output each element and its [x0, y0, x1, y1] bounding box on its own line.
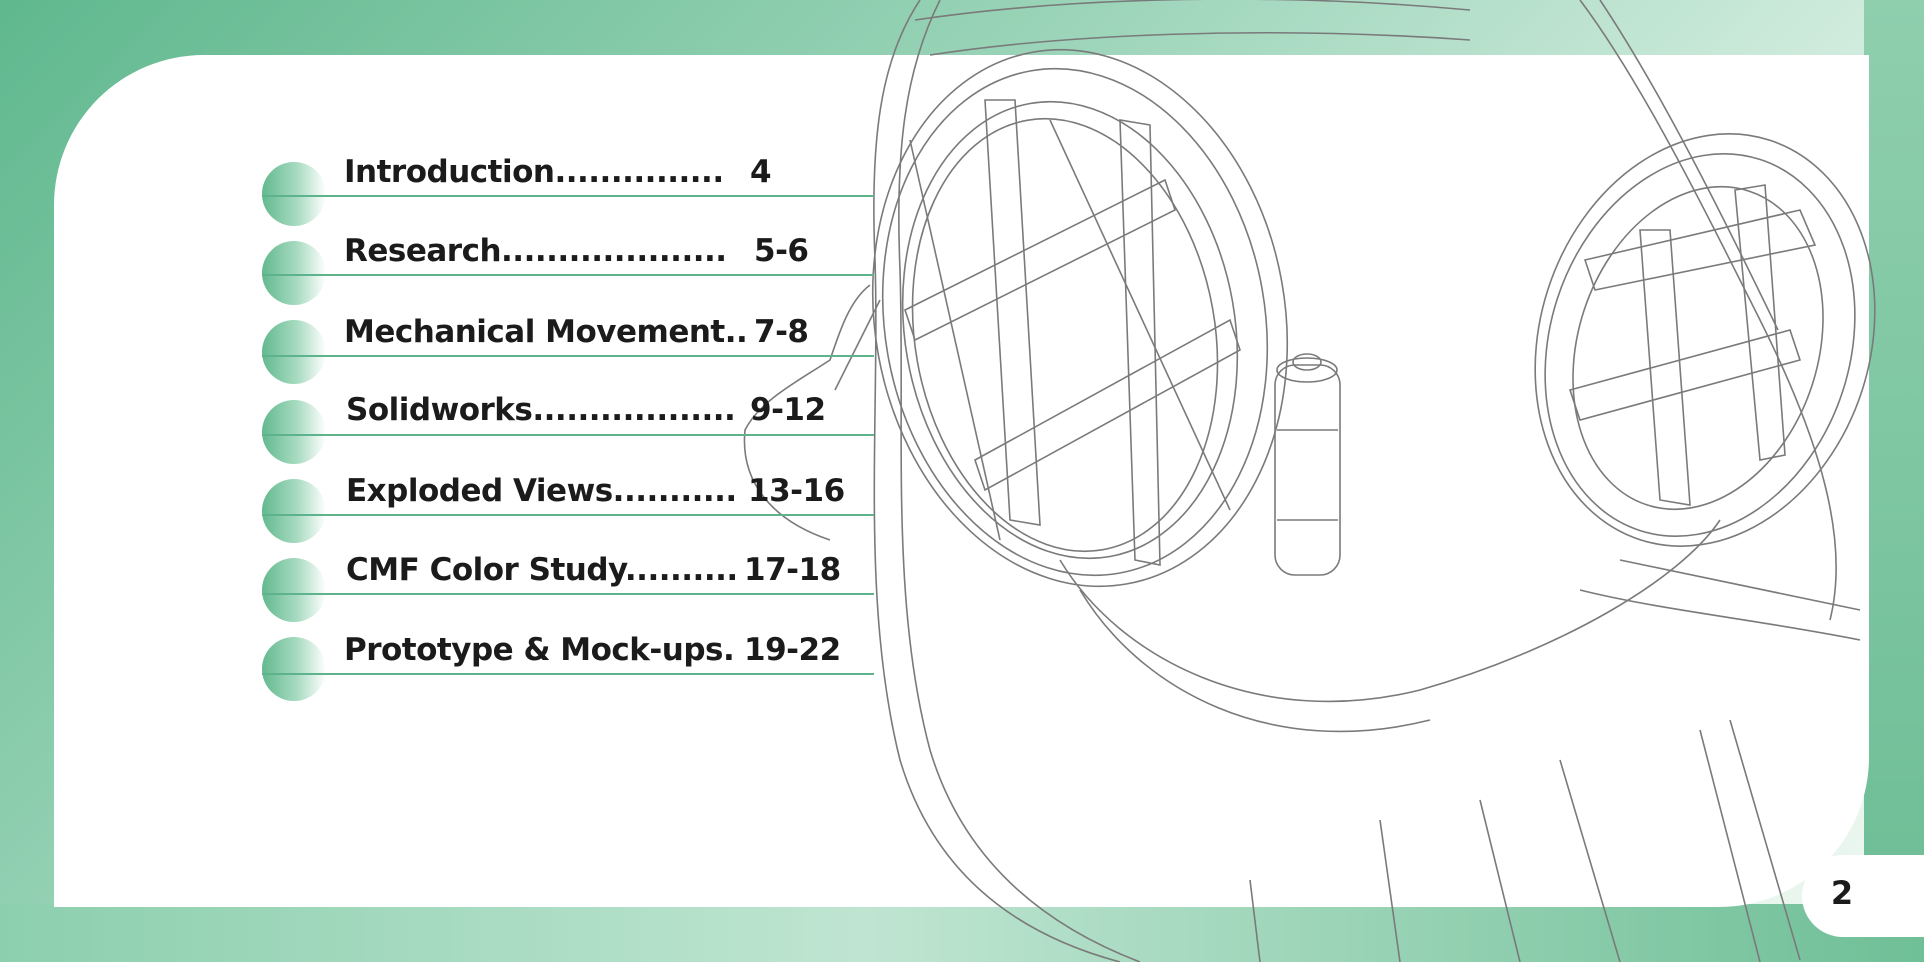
toc-rule — [262, 434, 874, 436]
page-background-bottom-band — [0, 904, 1924, 962]
page-number-tab — [1802, 855, 1924, 937]
toc-rule — [262, 514, 874, 516]
toc-label: Mechanical Movement.. — [344, 314, 748, 350]
toc-label: Prototype & Mock-ups. — [344, 632, 735, 668]
toc-item-exploded-views[interactable]: Exploded Views........... 13-16 — [262, 467, 882, 543]
toc-page: 19-22 — [744, 632, 841, 668]
toc-page: 4 — [750, 154, 772, 190]
bullet-dot-icon — [262, 558, 326, 622]
toc-item-prototype-mock-ups[interactable]: Prototype & Mock-ups. 19-22 — [262, 625, 882, 701]
toc-label: Research.................... — [344, 233, 727, 269]
toc-item-solidworks[interactable]: Solidworks.................. 9-12 — [262, 388, 882, 464]
bullet-dot-icon — [262, 320, 326, 384]
toc-label: Exploded Views........... — [346, 473, 737, 509]
toc-rule — [262, 274, 874, 276]
toc-item-introduction[interactable]: Introduction............... 4 — [262, 150, 882, 226]
bullet-dot-icon — [262, 400, 326, 464]
toc-label: CMF Color Study.......... — [346, 552, 738, 588]
bullet-dot-icon — [262, 162, 326, 226]
toc-rule — [262, 673, 874, 675]
toc-item-cmf-color-study[interactable]: CMF Color Study.......... 17-18 — [262, 546, 882, 622]
bullet-dot-icon — [262, 479, 326, 543]
page-number: 2 — [1830, 874, 1854, 912]
toc-page: 7-8 — [754, 314, 809, 350]
page-background-right-band — [1864, 0, 1924, 962]
toc-page: 17-18 — [744, 552, 841, 588]
toc-rule — [262, 593, 874, 595]
bullet-dot-icon — [262, 241, 326, 305]
toc-page: 5-6 — [754, 233, 809, 269]
toc-page: 13-16 — [748, 473, 845, 509]
toc-item-mechanical-movement[interactable]: Mechanical Movement.. 7-8 — [262, 308, 882, 384]
toc-label: Solidworks.................. — [346, 392, 736, 428]
bullet-dot-icon — [262, 637, 326, 701]
toc-label: Introduction............... — [344, 154, 724, 190]
toc-rule — [262, 195, 874, 197]
toc-item-research[interactable]: Research.................... 5-6 — [262, 229, 882, 305]
toc-rule — [262, 355, 874, 357]
toc-page: 9-12 — [750, 392, 826, 428]
